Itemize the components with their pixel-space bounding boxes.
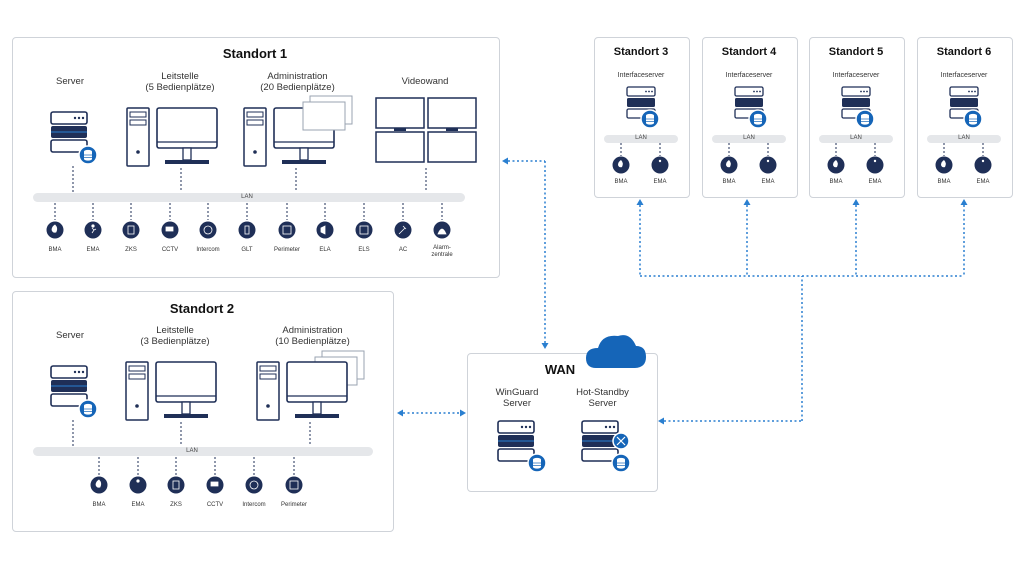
site4-title: Standort 4 — [721, 46, 777, 58]
site3-device-bma: BMA — [614, 179, 628, 185]
site1-device-intercom: Intercom — [196, 247, 220, 253]
site4-lan-bar — [712, 135, 786, 143]
hot-standby-server-label: Hot-Standby Server — [576, 387, 629, 409]
site5-lan-bar — [819, 135, 893, 143]
site4-lan-label: LAN — [743, 135, 755, 141]
site5-title: Standort 5 — [828, 46, 884, 58]
site2-lan-bar — [33, 447, 373, 456]
wan-title: WAN — [544, 362, 576, 377]
site2-device-bma: BMA — [92, 502, 106, 508]
site1-device-bma: BMA — [48, 247, 62, 253]
site4-device-ema: EMA — [761, 179, 775, 185]
site1-device-cctv: CCTV — [161, 247, 179, 253]
site6-device-ema: EMA — [976, 179, 990, 185]
site2-device-cctv: CCTV — [206, 502, 224, 508]
site1-device-ac: AC — [398, 247, 408, 253]
site1-device-alarmzentrale: Alarm- zentrale — [431, 245, 453, 258]
site2-leitstelle-label: Leitstelle (3 Bedienplätze) — [140, 325, 210, 347]
site2-lan-label: LAN — [186, 448, 198, 454]
site2-panel — [12, 291, 394, 532]
site5-device-ema: EMA — [868, 179, 882, 185]
site1-device-zks: ZKS — [125, 247, 137, 253]
site2-device-intercom: Intercom — [242, 502, 266, 508]
site2-admin-label: Administration (10 Bedienplätze) — [275, 325, 350, 347]
site1-device-perimeter: Perimeter — [273, 247, 300, 253]
site5-device-bma: BMA — [829, 179, 843, 185]
site2-device-zks: ZKS — [170, 502, 182, 508]
site6-server-label: Interfaceserver — [940, 72, 988, 79]
site1-device-ela: ELA — [319, 247, 331, 253]
site5-server-label: Interfaceserver — [832, 72, 880, 79]
site1-device-ema: EMA — [86, 247, 100, 253]
site6-device-bma: BMA — [937, 179, 951, 185]
site1-lan-label: LAN — [241, 194, 253, 200]
site2-server-label: Server — [56, 330, 84, 341]
site1-admin-label: Administration (20 Bedienplätze) — [260, 71, 335, 93]
site1-videowand-label: Videowand — [401, 76, 449, 87]
site1-title: Standort 1 — [222, 46, 288, 61]
site2-device-perimeter: Perimeter — [280, 502, 307, 508]
site6-title: Standort 6 — [936, 46, 992, 58]
winguard-server-label: WinGuard Server — [495, 387, 539, 409]
site3-device-ema: EMA — [653, 179, 667, 185]
site6-lan-label: LAN — [958, 135, 970, 141]
site1-server-label: Server — [56, 76, 84, 87]
site2-device-ema: EMA — [131, 502, 145, 508]
site3-server-label: Interfaceserver — [617, 72, 665, 79]
site3-title: Standort 3 — [613, 46, 669, 58]
site6-lan-bar — [927, 135, 1001, 143]
site1-lan-bar — [33, 193, 465, 202]
site3-lan-bar — [604, 135, 678, 143]
site2-title: Standort 2 — [169, 301, 235, 316]
site1-leitstelle-label: Leitstelle (5 Bedienplätze) — [145, 71, 215, 93]
site3-lan-label: LAN — [635, 135, 647, 141]
site5-lan-label: LAN — [850, 135, 862, 141]
site4-server-label: Interfaceserver — [725, 72, 773, 79]
site4-device-bma: BMA — [722, 179, 736, 185]
site1-device-els: ELS — [358, 247, 370, 253]
site1-device-glt: GLT — [241, 247, 253, 253]
